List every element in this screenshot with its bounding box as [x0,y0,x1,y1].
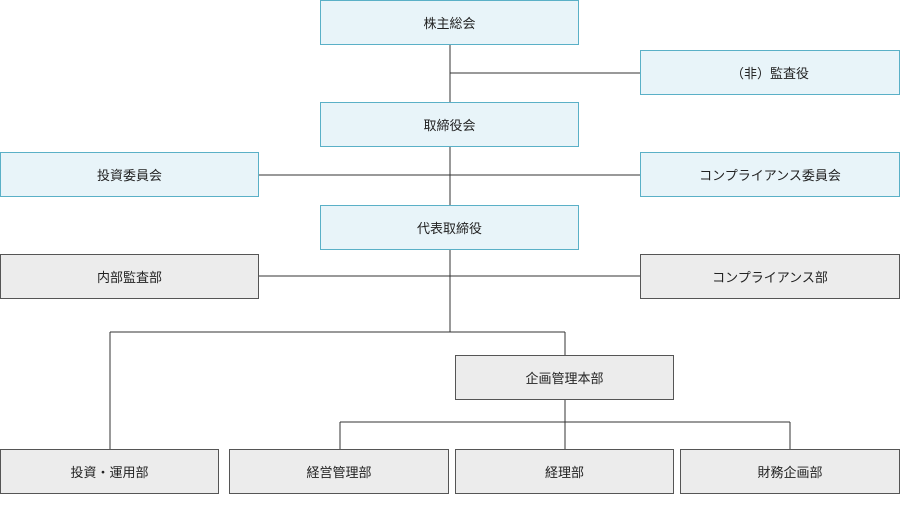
node-financial-planning: 財務企画部 [680,449,900,494]
node-auditor: （非）監査役 [640,50,900,95]
node-compliance-dept: コンプライアンス部 [640,254,900,299]
node-accounting: 経理部 [455,449,674,494]
node-ceo: 代表取締役 [320,205,579,250]
node-business-mgmt: 経営管理部 [229,449,449,494]
node-investment-ops: 投資・運用部 [0,449,219,494]
node-planning-hq: 企画管理本部 [455,355,674,400]
node-board: 取締役会 [320,102,579,147]
node-compliance-committee: コンプライアンス委員会 [640,152,900,197]
node-shareholders-meeting: 株主総会 [320,0,579,45]
node-internal-audit: 内部監査部 [0,254,259,299]
node-investment-committee: 投資委員会 [0,152,259,197]
